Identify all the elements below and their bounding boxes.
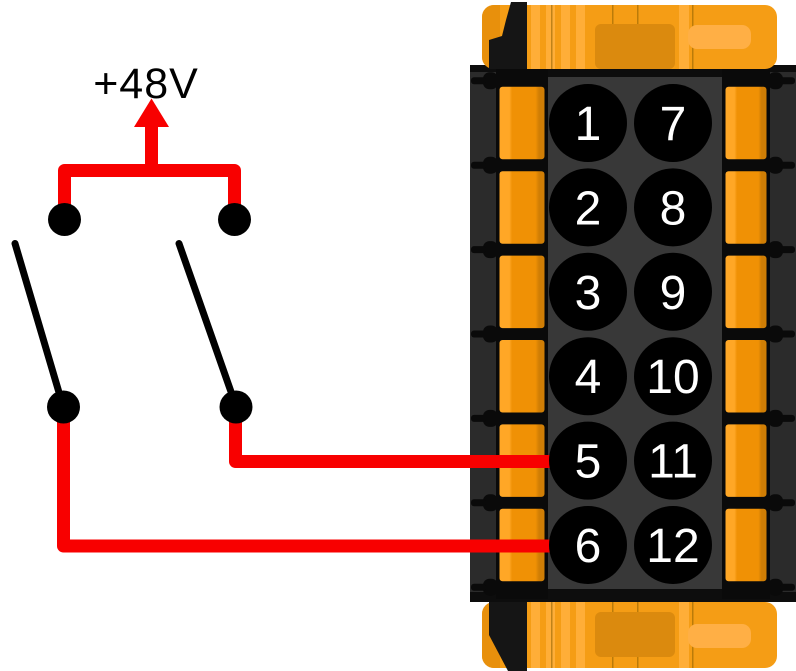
pin-hole-8	[634, 168, 712, 247]
pin-hole-9	[634, 252, 712, 331]
divider-tab-left	[483, 578, 498, 596]
top-cap-handle	[688, 25, 751, 49]
bottom-cap-handle	[688, 624, 751, 648]
divider-tab-right-stem	[780, 499, 795, 507]
divider-tab-right	[768, 241, 783, 259]
pin-number-5: 5	[575, 436, 602, 489]
terminal-segment-right-3	[725, 255, 767, 329]
divider-tab-right-stem	[780, 246, 795, 254]
divider-tab-right-stem	[780, 330, 795, 338]
pin-number-12: 12	[646, 520, 699, 573]
pin-hole-1	[549, 84, 627, 162]
divider-tab-left-stem	[471, 330, 486, 338]
pin-hole-4	[549, 337, 627, 416]
wire-to-pin-6	[57, 397, 559, 553]
pin-panel	[548, 77, 722, 589]
pin-number-6: 6	[575, 520, 602, 573]
connector-bottom-cap	[482, 602, 777, 671]
pin-number-7: 7	[660, 98, 687, 151]
switch-1-top-contact	[48, 203, 81, 236]
bottom-cap-mid-panel	[595, 612, 675, 657]
pin-hole-10	[634, 337, 712, 416]
top-cap-mid-panel	[595, 24, 675, 69]
divider-tab-left-stem	[471, 161, 486, 169]
pin-number-1: 1	[575, 98, 602, 151]
pin-number-11: 11	[648, 436, 698, 489]
top-latch	[489, 2, 527, 69]
pin-grid: 1 7 2 8 3 9 4 10 5 11 6 12	[549, 84, 712, 584]
divider-tab-right-stem	[780, 161, 795, 169]
divider-tab-left	[483, 156, 498, 174]
pin-number-10: 10	[646, 351, 699, 404]
divider-tab-left	[483, 409, 498, 427]
bottom-latch	[489, 602, 527, 671]
divider-tab-left	[483, 241, 498, 259]
terminal-segment-right-4	[725, 340, 767, 413]
supply-arrow-head	[134, 98, 169, 127]
divider-tab-left-stem	[471, 583, 486, 591]
divider-tabs	[471, 72, 795, 596]
divider-tab-left-stem	[471, 77, 486, 85]
pin-hole-6	[549, 506, 627, 584]
terminal-segment-left-3	[499, 255, 545, 329]
switch-1-lever	[11, 240, 67, 410]
pin-hole-7	[634, 84, 712, 162]
divider-tab-left	[483, 325, 498, 343]
switch-2-lever	[175, 240, 240, 410]
pin-number-8: 8	[660, 182, 687, 235]
divider-tab-right-stem	[780, 77, 795, 85]
divider-tab-right	[768, 494, 783, 512]
divider-tab-right	[768, 409, 783, 427]
divider-tab-right	[768, 72, 783, 90]
pin-hole-2	[549, 168, 627, 247]
pin-number-9: 9	[660, 267, 687, 320]
divider-tab-left	[483, 494, 498, 512]
pin-number-3: 3	[575, 267, 602, 320]
connector-body	[470, 65, 796, 602]
body-bottom-edge	[470, 585, 796, 602]
terminal-segment-left-2	[499, 171, 545, 244]
schematic: +48V	[11, 60, 559, 553]
divider-tab-right	[768, 325, 783, 343]
terminal-segment-left-4	[499, 340, 545, 413]
divider-tab-left	[483, 72, 498, 90]
terminal-segment-right-6	[725, 508, 767, 582]
pin-hole-5	[549, 421, 627, 500]
pin-hole-12	[634, 506, 712, 584]
divider-tab-right-stem	[780, 414, 795, 422]
terminal-segment-right-2	[725, 171, 767, 244]
terminal-segment-right-1	[725, 86, 767, 160]
switch-1-bottom-contact	[47, 390, 80, 424]
pin-number-2: 2	[575, 182, 602, 235]
pin-hole-3	[549, 252, 627, 331]
divider-tab-right-stem	[780, 583, 795, 591]
divider-tab-right	[768, 578, 783, 596]
switch-2-bottom-contact	[219, 390, 253, 424]
supply-bus-wire	[58, 164, 241, 220]
divider-tab-left-stem	[471, 499, 486, 507]
pin-hole-11	[634, 421, 712, 500]
pin-number-4: 4	[575, 351, 602, 404]
switch-2-top-contact	[218, 203, 251, 236]
connector-top-cap	[482, 2, 777, 69]
divider-tab-left-stem	[471, 246, 486, 254]
terminal-segment-right-5	[725, 424, 767, 497]
supply-voltage-label: +48V	[93, 60, 199, 108]
terminal-segment-left-1	[499, 86, 545, 160]
divider-tab-right	[768, 156, 783, 174]
divider-tab-left-stem	[471, 414, 486, 422]
